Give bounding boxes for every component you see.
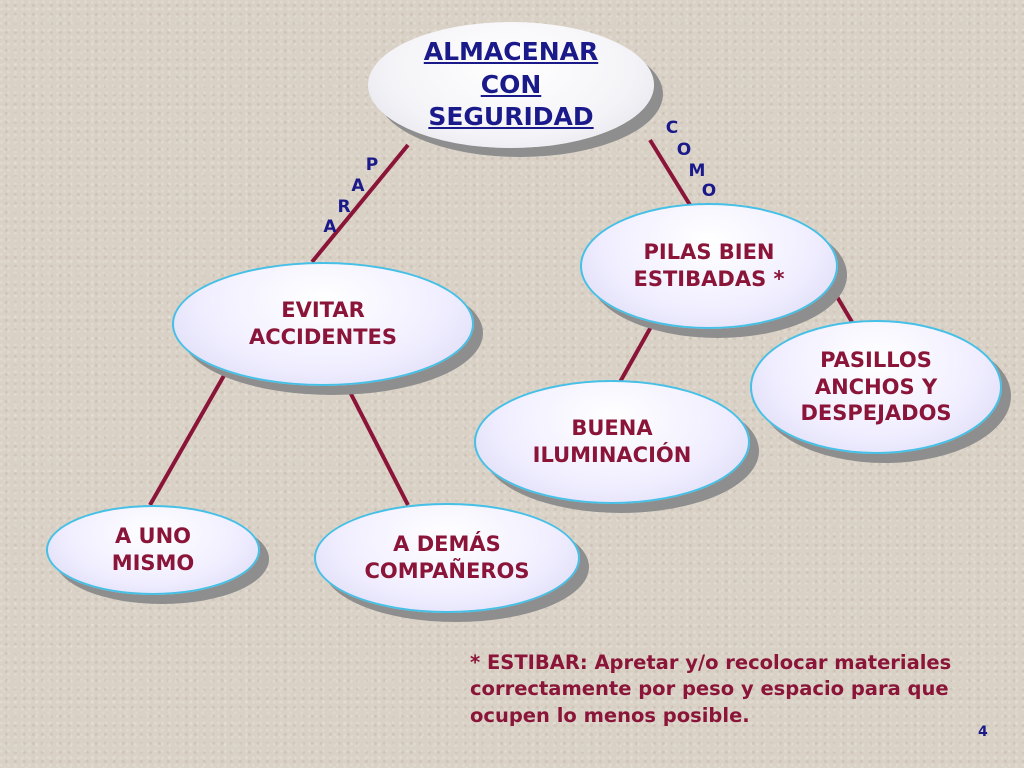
edge-letter: P [365, 155, 379, 175]
connector-evitar-demas [348, 391, 410, 506]
connector-root-evitar [310, 143, 410, 264]
node-a-demas-companeros: A DEMÁS COMPAÑEROS [314, 503, 580, 613]
edge-letter: R [337, 197, 351, 217]
edge-letter: M [688, 161, 706, 181]
edge-letter: C [665, 118, 679, 138]
node-evitar-accidentes: EVITAR ACCIDENTES [172, 262, 474, 386]
connector-pilas-pasillos [834, 293, 854, 324]
footnote-estibar: * ESTIBAR: Apretar y/o recolocar materia… [470, 651, 952, 727]
connector-root-pilas [648, 138, 692, 207]
connector-evitar-uno [148, 371, 228, 506]
edge-letter: O [701, 181, 717, 201]
page-number: 4 [978, 724, 988, 740]
node-buena-iluminacion: BUENA ILUMINACIÓN [474, 380, 750, 504]
node-almacenar-con-seguridad: ALMACENAR CON SEGURIDAD [368, 22, 654, 148]
edge-letter: O [676, 140, 692, 160]
node-a-uno-mismo: A UNO MISMO [46, 505, 260, 595]
edge-letter: A [323, 217, 337, 237]
edge-letter: A [351, 176, 365, 196]
connector-pilas-buena [618, 324, 654, 383]
node-pilas-bien-estibadas: PILAS BIEN ESTIBADAS * [580, 203, 838, 329]
node-pasillos-anchos: PASILLOS ANCHOS Y DESPEJADOS [750, 320, 1002, 454]
